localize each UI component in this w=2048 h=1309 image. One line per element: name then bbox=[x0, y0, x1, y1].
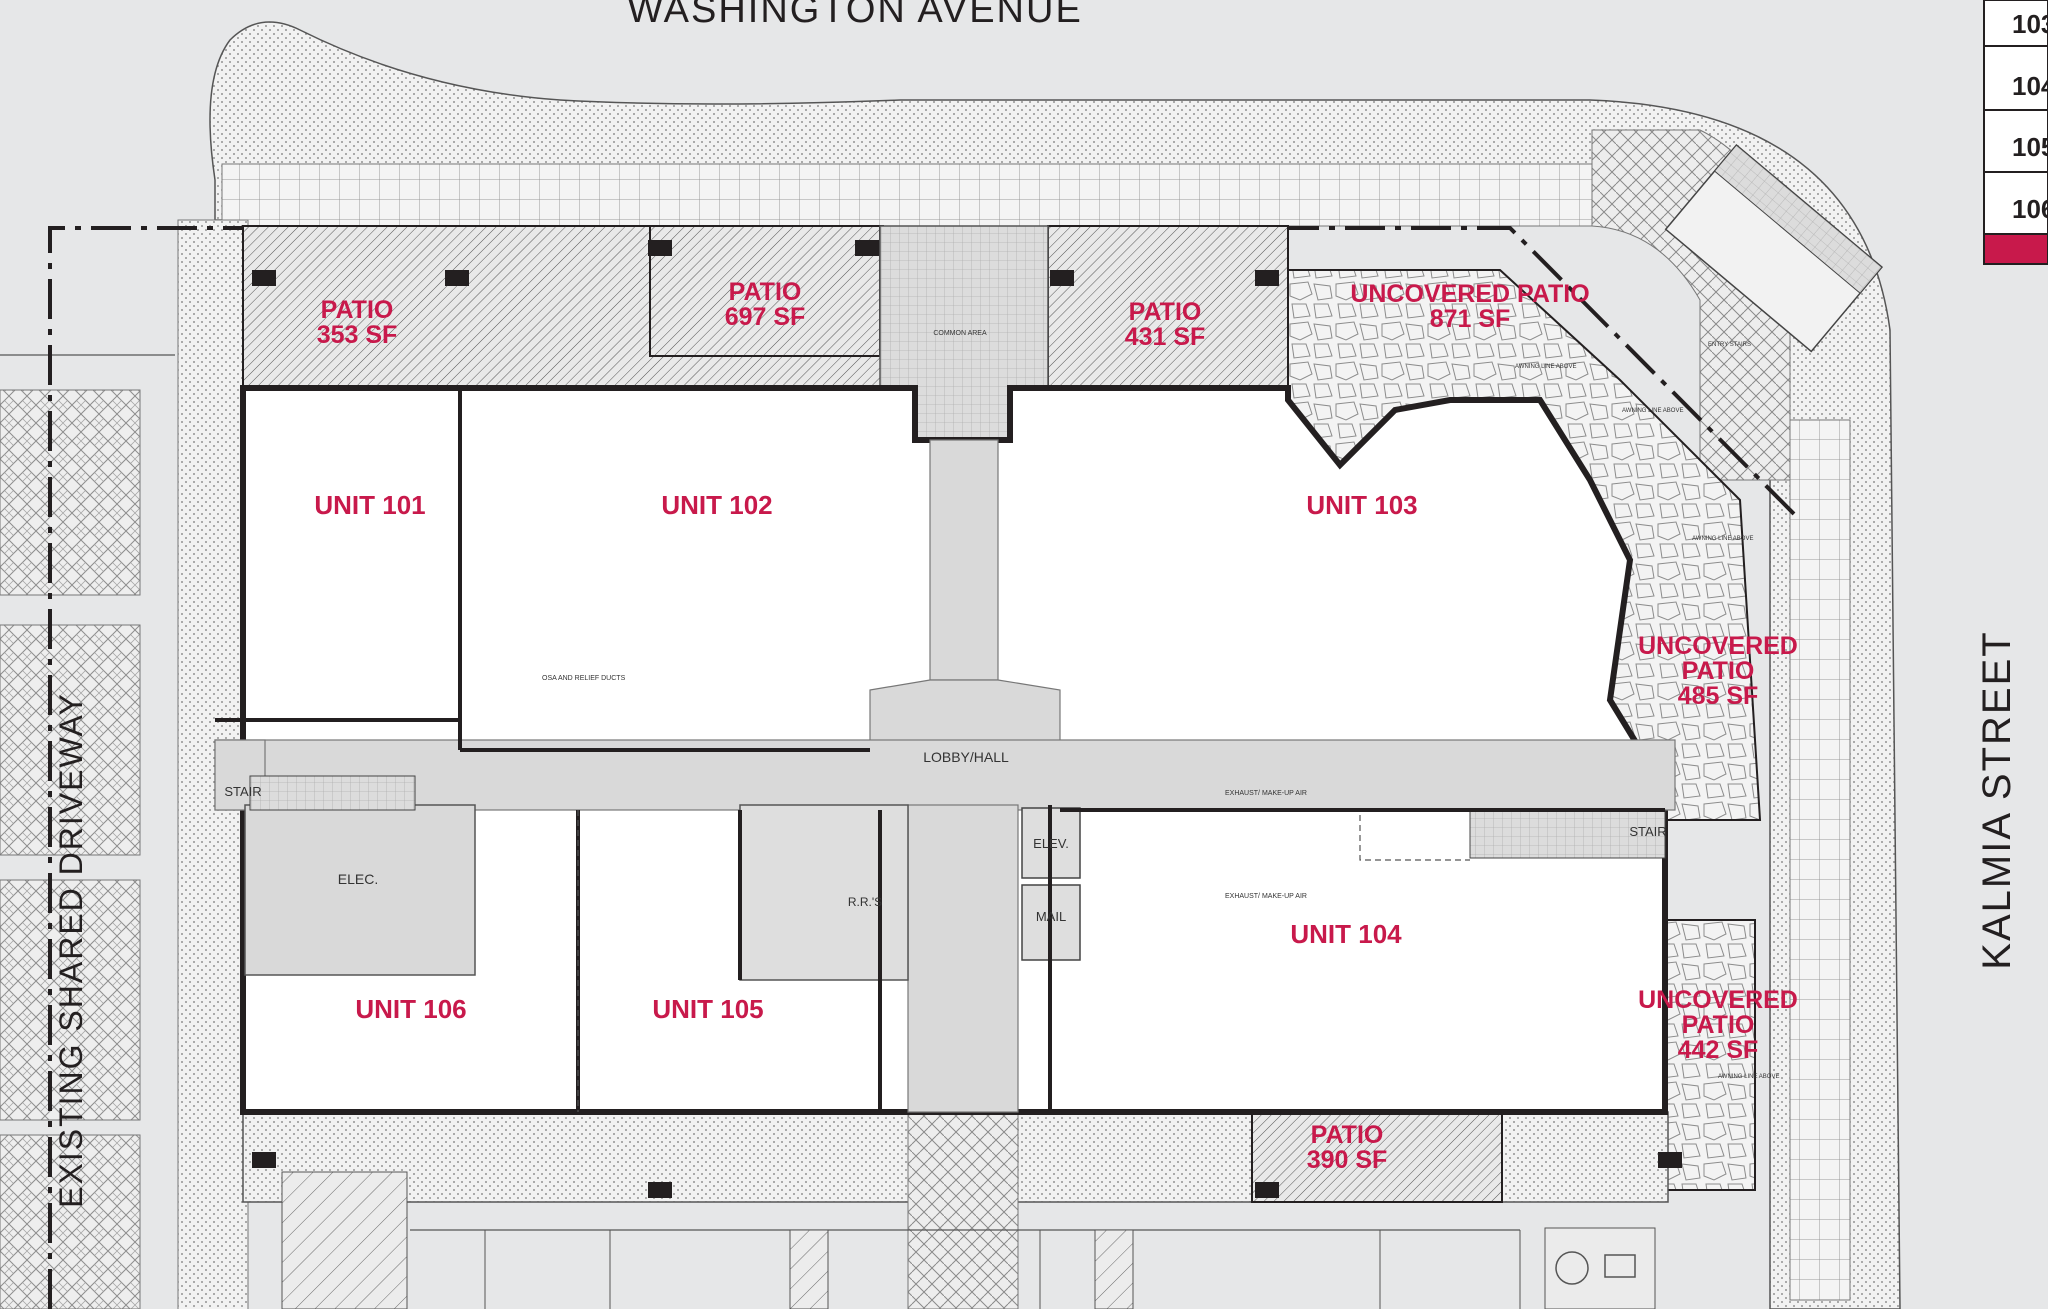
table-row-106: 106 bbox=[2012, 194, 2048, 224]
table-row-104: 104 bbox=[2012, 71, 2048, 101]
patio-697-title: PATIO bbox=[729, 278, 802, 306]
table-row-105: 105 bbox=[2012, 132, 2048, 162]
unit-label-105: UNIT 105 bbox=[652, 994, 763, 1024]
unit-label-103: UNIT 103 bbox=[1306, 490, 1417, 520]
patio-390-title: PATIO bbox=[1311, 1121, 1384, 1149]
mail-label: MAIL bbox=[1036, 909, 1066, 924]
unit-label-106: UNIT 106 bbox=[355, 994, 466, 1024]
elec-label: ELEC. bbox=[338, 871, 378, 887]
patio-431-title: PATIO bbox=[1129, 298, 1202, 326]
street-name-east: KALMIA STREET bbox=[1975, 630, 2019, 969]
stair-west-label: STAIR bbox=[224, 784, 261, 799]
elec-room bbox=[244, 804, 476, 976]
dashed-lines bbox=[577, 810, 1470, 1112]
patio-485-title2: PATIO bbox=[1682, 657, 1755, 685]
patio-442-area: 442 SF bbox=[1678, 1036, 1759, 1064]
stair-east bbox=[1469, 809, 1666, 859]
restroom-block bbox=[739, 804, 909, 981]
unit-label-104: UNIT 104 bbox=[1290, 919, 1402, 949]
entry-walk-south bbox=[907, 1111, 1019, 1309]
unit-label-101: UNIT 101 bbox=[314, 490, 425, 520]
unit-label-102: UNIT 102 bbox=[661, 490, 772, 520]
entry-stairs-ne bbox=[1664, 143, 1884, 353]
awning-note-4: AWNING LINE ABOVE bbox=[1718, 1074, 1779, 1080]
circulation bbox=[214, 439, 1676, 1113]
patio-485-title1: UNCOVERED bbox=[1638, 632, 1798, 660]
north-patios bbox=[242, 225, 1289, 442]
paver-band-north bbox=[221, 163, 1593, 227]
street-name-north: WASHINGTON AVENUE bbox=[627, 0, 1083, 31]
patio-353-title: PATIO bbox=[321, 296, 394, 324]
exhaust-note-1: EXHAUST/ MAKE-UP AIR bbox=[1225, 790, 1307, 797]
awning-note-2: AWNING LINE ABOVE bbox=[1622, 408, 1683, 414]
driveway-blocks bbox=[0, 354, 175, 1309]
patio-431-area: 431 SF bbox=[1125, 323, 1206, 351]
elev-label: ELEV. bbox=[1033, 836, 1069, 851]
parking-stalls bbox=[281, 1171, 1656, 1309]
patio-442-title2: PATIO bbox=[1682, 1011, 1755, 1039]
ducts-note: OSA AND RELIEF DUCTS bbox=[542, 675, 626, 682]
awning-note-1: AWNING LINE ABOVE bbox=[1515, 364, 1576, 370]
column-markers bbox=[252, 240, 1682, 1198]
patio-442-title1: UNCOVERED bbox=[1638, 986, 1798, 1014]
stair-west bbox=[249, 775, 416, 811]
paver-band-east bbox=[1789, 419, 1851, 1301]
restrooms-label: R.R.'S bbox=[848, 895, 882, 909]
patio-353-area: 353 SF bbox=[317, 321, 398, 349]
patio-871-area: 871 SF bbox=[1430, 305, 1511, 333]
exhaust-note-2: EXHAUST/ MAKE-UP AIR bbox=[1225, 893, 1307, 900]
lobby-label: LOBBY/HALL bbox=[923, 749, 1009, 765]
awning-note-3: AWNING LINE ABOVE bbox=[1692, 536, 1753, 542]
street-name-west: EXISTING SHARED DRIVEWAY bbox=[53, 692, 89, 1208]
stair-east-label: STAIR bbox=[1629, 824, 1666, 839]
south-patio-hatch bbox=[1251, 1111, 1503, 1203]
common-area-label: COMMON AREA bbox=[933, 330, 987, 337]
patio-485-area: 485 SF bbox=[1678, 682, 1759, 710]
entry-stairs-note: ENTRY STAIRS bbox=[1708, 342, 1751, 348]
area-table: 103 104 105 106 bbox=[1983, 0, 2048, 265]
patio-390-area: 390 SF bbox=[1307, 1146, 1388, 1174]
patio-871-title: UNCOVERED PATIO bbox=[1350, 280, 1589, 308]
patio-697-area: 697 SF bbox=[725, 303, 806, 331]
table-row-103: 103 bbox=[2012, 9, 2048, 39]
